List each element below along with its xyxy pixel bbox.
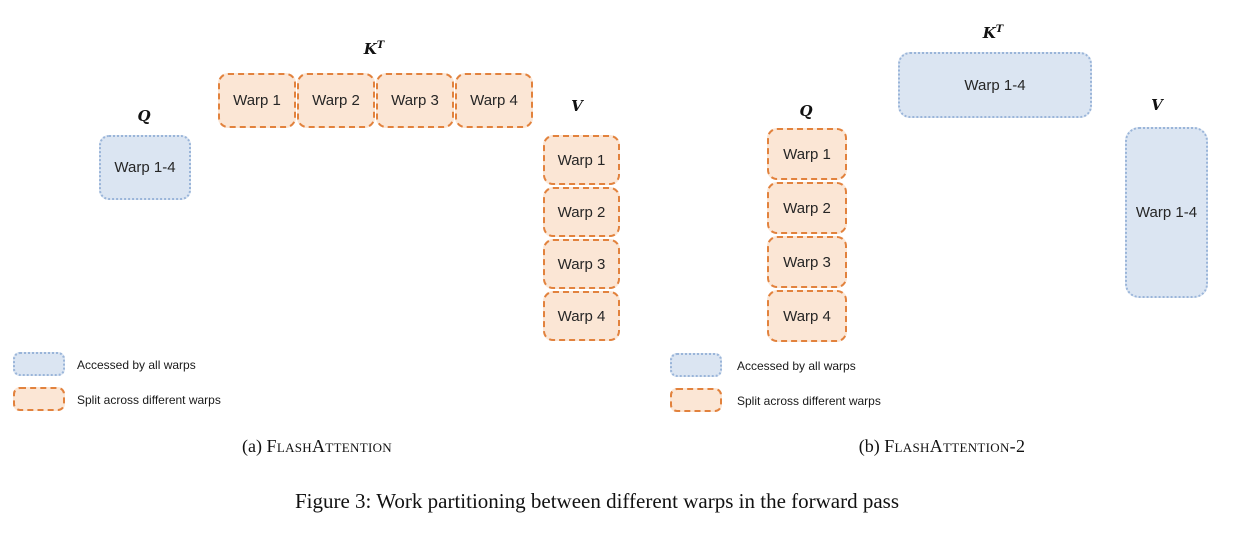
transpose-sup: T bbox=[376, 40, 385, 51]
legend-split-swatch-b bbox=[670, 388, 722, 412]
q-warp2-block: Warp 2 bbox=[767, 182, 847, 234]
k-symbol: K bbox=[982, 24, 996, 42]
warp-label: Warp 3 bbox=[783, 253, 831, 271]
v-warp3-block: Warp 3 bbox=[543, 239, 620, 289]
q-warp-column-b: Warp 1 Warp 2 Warp 3 Warp 4 bbox=[767, 128, 847, 342]
q-warp4-block: Warp 4 bbox=[767, 290, 847, 342]
legend-split-label-b: Split across different warps bbox=[737, 394, 881, 408]
legend-shared-label-b: Accessed by all warps bbox=[737, 359, 856, 373]
warp-label: Warp 1 bbox=[557, 151, 606, 169]
legend-split-label-a: Split across different warps bbox=[77, 393, 221, 407]
warp-label: Warp 2 bbox=[312, 92, 360, 109]
matrix-label-v-a: V bbox=[571, 97, 583, 115]
k-symbol: K bbox=[363, 40, 377, 58]
warp-label: Warp 2 bbox=[557, 203, 606, 221]
q-block-shared-a: Warp 1-4 bbox=[99, 135, 191, 200]
kt-warp1-block: Warp 1 bbox=[218, 73, 296, 128]
subcaption-b-prefix: (b) bbox=[858, 436, 880, 456]
q-warp1-block: Warp 1 bbox=[767, 128, 847, 180]
matrix-label-q-a: Q bbox=[137, 107, 150, 125]
legend-shared-swatch-a bbox=[13, 352, 65, 376]
subcaption-a-name: FlashAttention bbox=[266, 436, 392, 456]
kt-warp-row-a: Warp 1 Warp 2 Warp 3 Warp 4 bbox=[218, 73, 533, 128]
subcaption-a-prefix: (a) bbox=[242, 436, 263, 456]
v-symbol: V bbox=[571, 97, 583, 115]
matrix-label-v-b: V bbox=[1151, 96, 1163, 114]
legend-split-swatch-a bbox=[13, 387, 65, 411]
v-warp-column-a: Warp 1 Warp 2 Warp 3 Warp 4 bbox=[543, 135, 620, 341]
warp-label: Warp 4 bbox=[470, 92, 518, 109]
q-warp3-block: Warp 3 bbox=[767, 236, 847, 288]
warp-label: Warp 3 bbox=[557, 255, 606, 273]
warp-range-label: Warp 1-4 bbox=[964, 76, 1026, 94]
subcaption-b-name: FlashAttention-2 bbox=[884, 436, 1026, 456]
warp-label: Warp 3 bbox=[391, 92, 439, 109]
v-warp4-block: Warp 4 bbox=[543, 291, 620, 341]
warp-label: Warp 1 bbox=[233, 92, 281, 109]
warp-label: Warp 4 bbox=[557, 307, 606, 325]
subcaption-b: (b) FlashAttention-2 bbox=[859, 436, 1026, 457]
v-warp2-block: Warp 2 bbox=[543, 187, 620, 237]
v-symbol: V bbox=[1151, 96, 1163, 114]
kt-warp4-block: Warp 4 bbox=[455, 73, 533, 128]
subcaption-a: (a) FlashAttention bbox=[242, 436, 392, 457]
legend-shared-swatch-b bbox=[670, 353, 722, 377]
warp-range-label: Warp 1-4 bbox=[1135, 204, 1198, 221]
kt-warp2-block: Warp 2 bbox=[297, 73, 375, 128]
warp-label: Warp 4 bbox=[783, 307, 831, 325]
legend-shared-label-a: Accessed by all warps bbox=[77, 358, 196, 372]
q-symbol: Q bbox=[799, 102, 813, 120]
matrix-label-kt-b: KT bbox=[983, 24, 1004, 42]
matrix-label-q-b: Q bbox=[799, 102, 812, 120]
matrix-label-kt-a: KT bbox=[364, 40, 385, 58]
v-block-shared-b: Warp 1-4 bbox=[1125, 127, 1208, 298]
kt-block-shared-b: Warp 1-4 bbox=[898, 52, 1092, 118]
q-symbol: Q bbox=[137, 107, 151, 125]
warp-label: Warp 1 bbox=[783, 145, 831, 163]
figure-caption: Figure 3: Work partitioning between diff… bbox=[294, 489, 900, 513]
transpose-sup: T bbox=[995, 24, 1004, 35]
warp-range-label: Warp 1-4 bbox=[114, 159, 176, 176]
v-warp1-block: Warp 1 bbox=[543, 135, 620, 185]
warp-label: Warp 2 bbox=[783, 199, 831, 217]
kt-warp3-block: Warp 3 bbox=[376, 73, 454, 128]
